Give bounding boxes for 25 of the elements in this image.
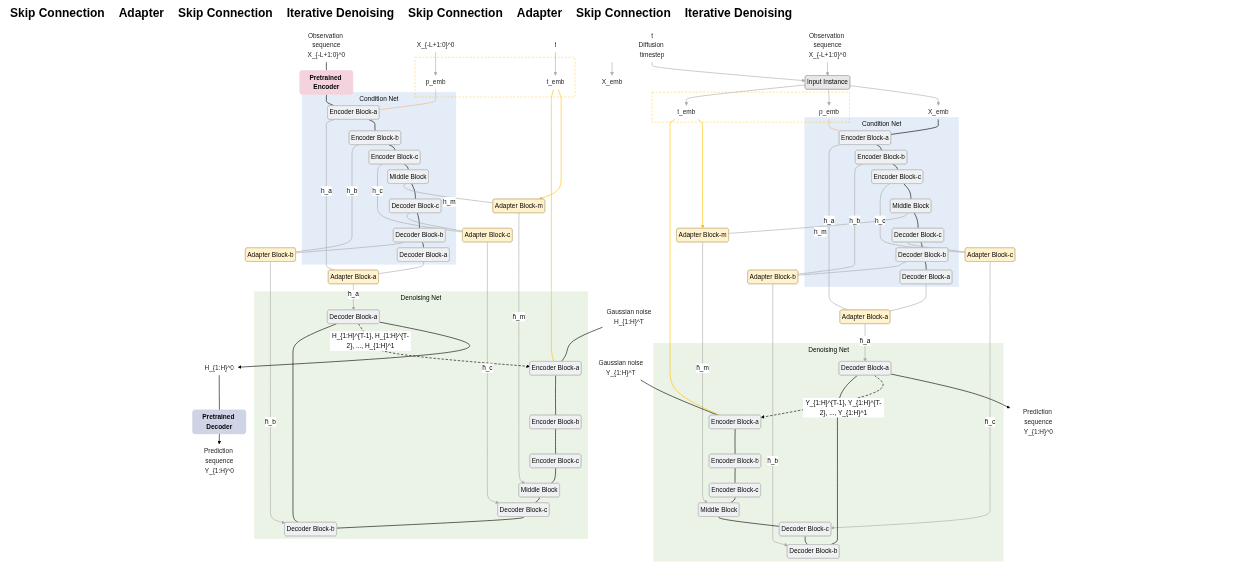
annotation-label: Skip Connection xyxy=(178,6,273,20)
connector xyxy=(830,375,858,546)
connector xyxy=(406,212,464,232)
connector xyxy=(295,241,405,254)
annotation-label: Adapter xyxy=(516,6,563,20)
connector xyxy=(798,163,864,275)
annotation-label: Skip Connection xyxy=(576,6,671,20)
connector xyxy=(379,89,437,110)
annotation-label: Adapter xyxy=(118,6,164,20)
connector xyxy=(403,183,494,204)
connector xyxy=(828,144,849,311)
connector xyxy=(889,283,927,312)
connector xyxy=(295,144,360,253)
connector xyxy=(728,212,908,234)
cluster xyxy=(415,57,576,98)
annotation-label: Iterative Denoising xyxy=(286,6,395,20)
connector xyxy=(326,119,335,271)
connector xyxy=(828,119,841,132)
connector xyxy=(798,261,907,276)
annotation-label: Iterative Denoising xyxy=(684,6,793,20)
annotation-label: Skip Connection xyxy=(408,6,503,20)
connector xyxy=(377,163,464,233)
connector xyxy=(378,261,425,274)
annotation-label: Skip Connection xyxy=(10,6,105,20)
connector xyxy=(551,89,555,362)
